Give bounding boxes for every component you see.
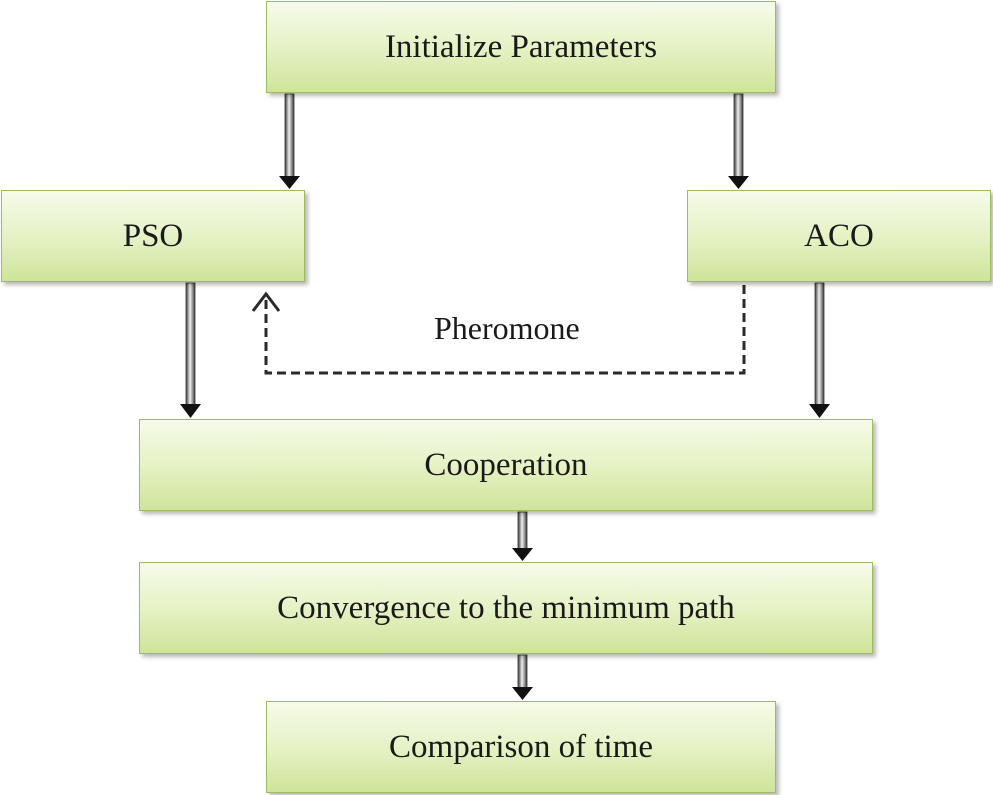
convergence-node: Convergence to the minimum path	[139, 562, 873, 654]
arrow-pso-to-cooperation	[180, 282, 201, 418]
arrow-aco-to-cooperation	[809, 282, 830, 418]
arrow-aco-to-pso-pheromone	[251, 285, 746, 375]
arrow-initialize-to-pso	[279, 93, 300, 189]
convergence-label: Convergence to the minimum path	[277, 589, 735, 626]
arrow-cooperation-to-convergence	[512, 511, 533, 561]
comparison-of-time-node: Comparison of time	[266, 701, 776, 793]
initialize-parameters-node: Initialize Parameters	[266, 1, 776, 93]
aco-node: ACO	[687, 190, 991, 282]
comparison-of-time-label: Comparison of time	[389, 728, 653, 765]
cooperation-node: Cooperation	[139, 419, 873, 511]
pso-node: PSO	[1, 190, 305, 282]
pheromone-edge-label: Pheromone	[434, 310, 580, 346]
cooperation-label: Cooperation	[424, 446, 588, 483]
aco-label: ACO	[804, 217, 874, 254]
initialize-parameters-label: Initialize Parameters	[384, 28, 658, 65]
arrow-convergence-to-comparison	[512, 654, 533, 700]
pso-label: PSO	[122, 217, 184, 254]
arrow-initialize-to-aco	[728, 93, 749, 189]
